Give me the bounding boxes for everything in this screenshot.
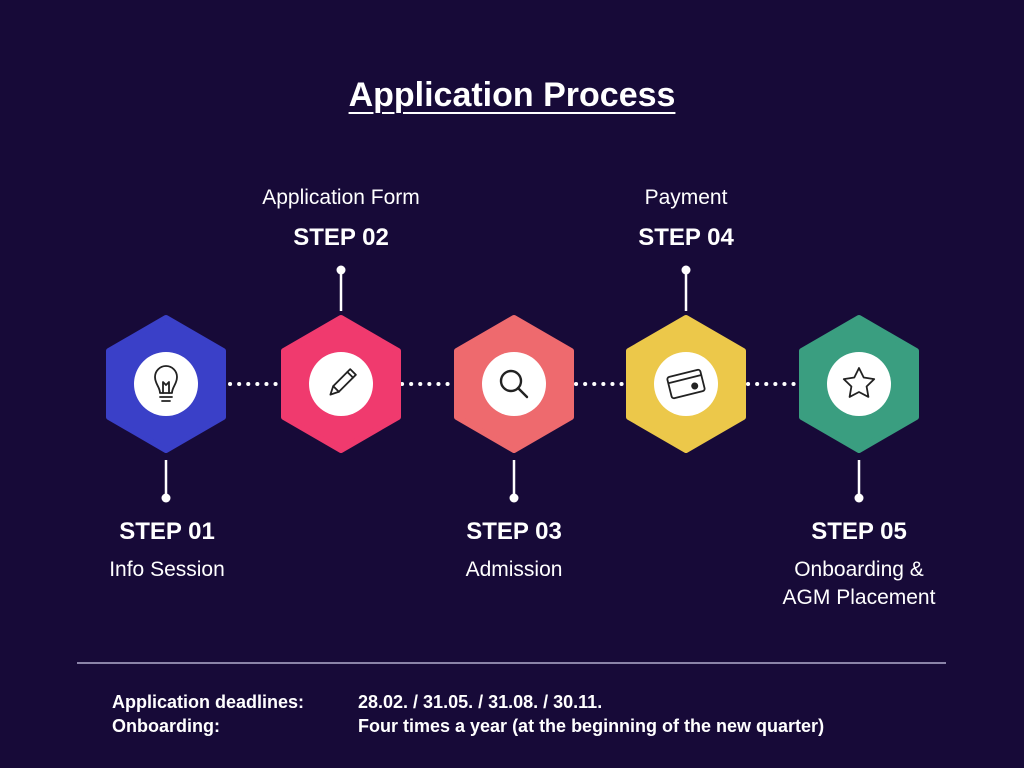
icon-circle [827,352,891,416]
divider [77,662,946,664]
step-03-label: STEP 03 [466,518,562,545]
step-04-desc: Payment [644,186,728,209]
pencil-icon [329,368,357,396]
step-01-desc: Info Session [109,558,225,581]
step-05-label: STEP 05 [811,518,907,545]
search-icon [499,369,529,399]
step-03-text: STEP 03 Admission [394,518,634,584]
credit-card-icon [666,368,706,400]
step-04-text: Payment STEP 04 [566,184,806,252]
step-01-text: STEP 01 Info Session [47,518,287,584]
pin-step-03 [509,460,519,503]
deadlines-row: Application deadlines: 28.02. / 31.05. / … [112,692,602,713]
pin-step-01 [161,460,171,503]
pin-step-02 [336,265,346,311]
step-01-node [106,315,226,453]
page-title: Application Process [348,76,676,114]
step-02-label: STEP 02 [293,224,389,251]
deadlines-value: 28.02. / 31.05. / 31.08. / 30.11. [358,692,603,712]
step-04-node [626,315,746,453]
icon-circle [654,352,718,416]
onboarding-value: Four times a year (at the beginning of t… [358,716,825,736]
deadlines-label: Application deadlines: [112,692,305,712]
pin-step-05 [854,460,864,503]
onboarding-row: Onboarding: Four times a year (at the beg… [112,716,824,737]
icon-circle [309,352,373,416]
step-02-text: Application Form STEP 02 [221,184,461,252]
step-02-desc: Application Form [262,186,420,209]
step-02-node [281,315,401,453]
icon-circle [482,352,546,416]
step-04-label: STEP 04 [638,224,734,251]
lightbulb-icon [154,365,178,402]
step-03-desc: Admission [465,558,563,581]
step-03-node [454,315,574,453]
star-icon [842,367,876,398]
step-01-label: STEP 01 [119,518,215,545]
onboarding-label: Onboarding: [112,716,220,736]
step-05-text: STEP 05 Onboarding & AGM Placement [739,518,979,612]
step-05-node [799,315,919,453]
pin-step-04 [681,265,691,311]
step-05-desc: Onboarding & AGM Placement [782,558,936,609]
